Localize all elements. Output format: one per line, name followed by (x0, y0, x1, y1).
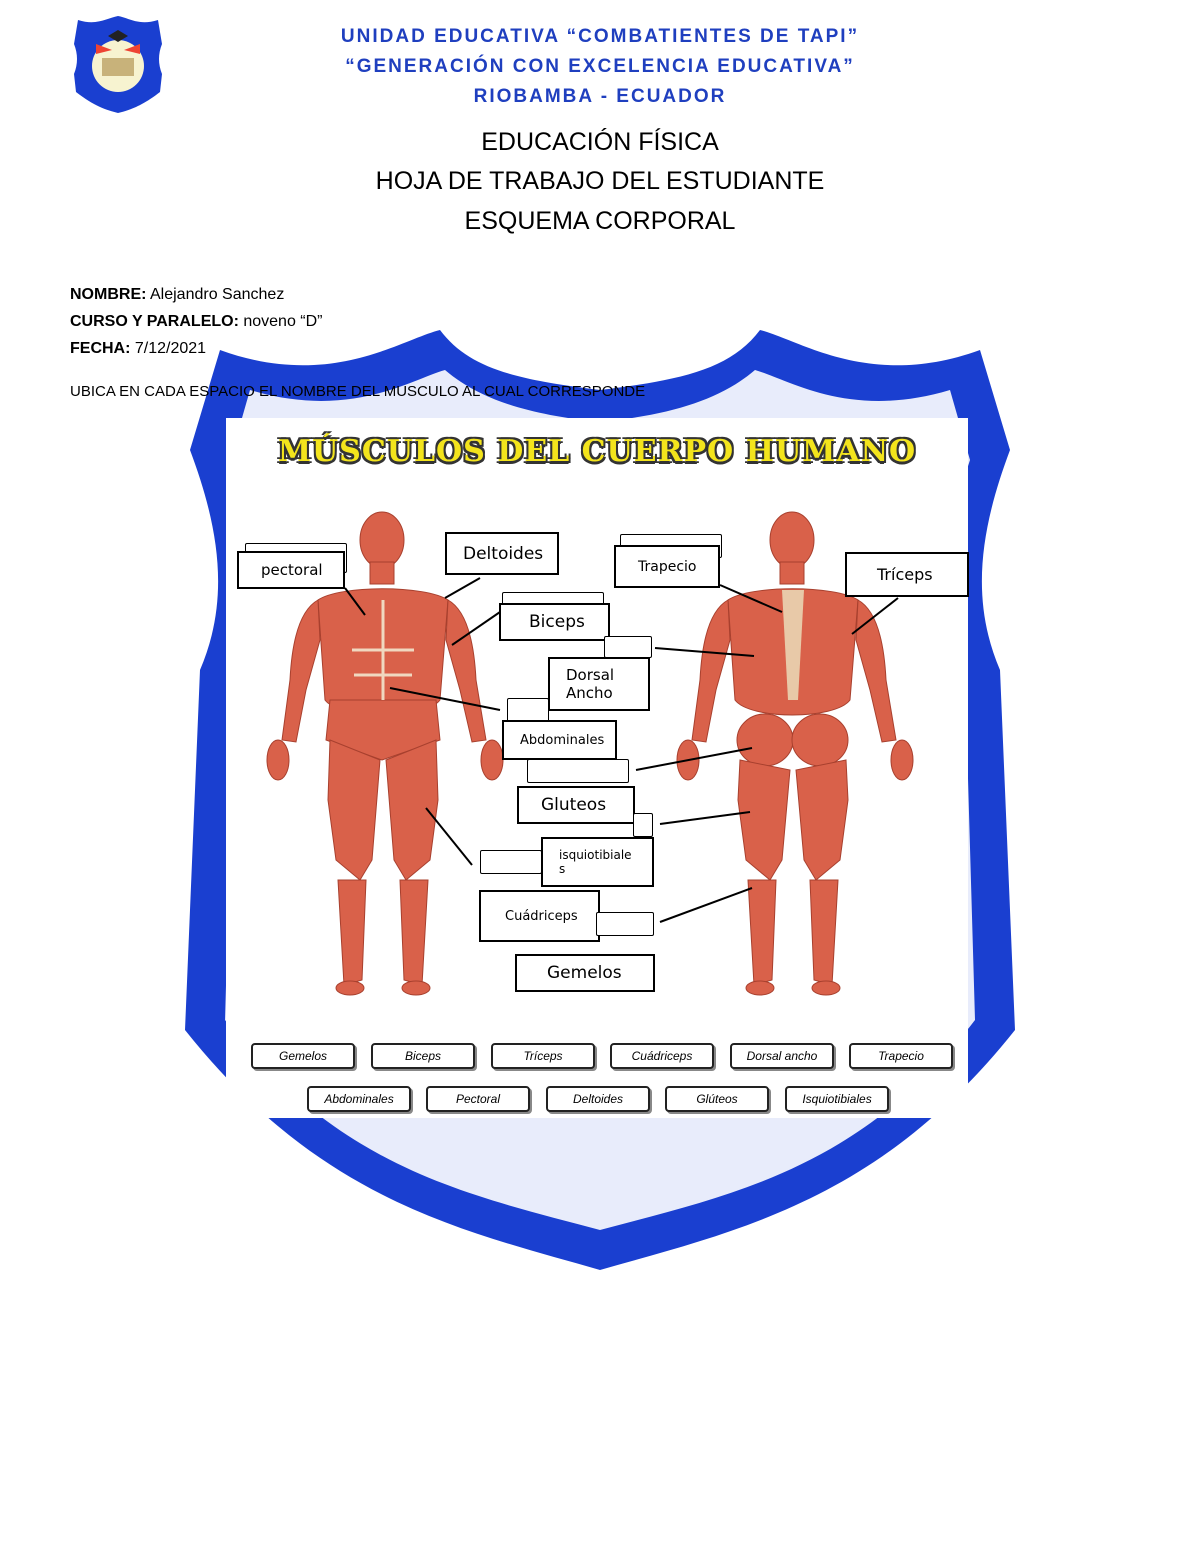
instruction-text: UBICA EN CADA ESPACIO EL NOMBRE DEL MUSC… (70, 383, 646, 400)
blank-box (633, 813, 653, 837)
student-name-label: NOMBRE: (70, 286, 147, 303)
answer-box-dorsal-ancho: Dorsal Ancho (548, 657, 650, 711)
word-bank-item: Trapecio (849, 1043, 953, 1069)
answer-pectoral: pectoral (261, 561, 323, 579)
word-bank-item: Abdominales (307, 1086, 411, 1112)
answer-trapecio: Trapecio (638, 558, 697, 575)
word-bank-item: Glúteos (665, 1086, 769, 1112)
school-crest-logo (74, 16, 162, 113)
answer-cuadriceps: Cuádriceps (505, 908, 578, 924)
word-bank-item: Isquiotibiales (785, 1086, 889, 1112)
answer-box-biceps: Biceps (499, 603, 610, 641)
student-name-value: Alejandro Sanchez (150, 286, 285, 303)
back-body-figure (676, 511, 914, 996)
answer-gemelos: Gemelos (547, 963, 622, 983)
answer-box-gemelos: Gemelos (515, 954, 655, 992)
course-value: noveno “D” (243, 313, 323, 330)
date-row: FECHA: 7/12/2021 (70, 340, 206, 358)
worksheet-title: HOJA DE TRABAJO DEL ESTUDIANTE (375, 167, 825, 195)
word-bank-item: Tríceps (491, 1043, 595, 1069)
answer-box-isquiotibiales: isquiotibiale s (541, 837, 654, 887)
blank-box (480, 850, 542, 874)
answer-biceps: Biceps (529, 612, 585, 632)
date-label: FECHA: (70, 340, 131, 357)
course-row: CURSO Y PARALELO: noveno “D” (70, 313, 323, 331)
answer-box-pectoral: pectoral (237, 551, 345, 589)
date-value: 7/12/2021 (134, 340, 207, 357)
answer-gluteos: Gluteos (541, 795, 607, 815)
school-name: UNIDAD EDUCATIVA “COMBATIENTES DE TAPI” (340, 26, 860, 47)
word-bank-item: Gemelos (251, 1043, 355, 1069)
answer-box-trapecio: Trapecio (614, 545, 720, 588)
answer-dorsal-line2: Ancho (566, 684, 613, 702)
word-bank-item: Pectoral (426, 1086, 530, 1112)
blank-box (604, 636, 652, 658)
answer-abdominales: Abdominales (520, 732, 605, 748)
answer-box-triceps: Tríceps (845, 552, 969, 597)
answer-triceps: Tríceps (877, 565, 933, 584)
subject-title: EDUCACIÓN FÍSICA (481, 128, 719, 156)
school-motto: “GENERACIÓN CON EXCELENCIA EDUCATIVA” (345, 56, 855, 77)
answer-isquio-line1: isquiotibiale (559, 848, 632, 862)
course-label: CURSO Y PARALELO: (70, 313, 239, 330)
answer-dorsal-line1: Dorsal (566, 666, 615, 684)
answer-box-gluteos: Gluteos (517, 786, 635, 824)
blank-box (507, 698, 549, 722)
poster-title: MÚSCULOS DEL CUERPO HUMANO (277, 434, 917, 469)
blank-box (527, 759, 629, 783)
word-bank-item: Deltoides (546, 1086, 650, 1112)
word-bank-item: Dorsal ancho (730, 1043, 834, 1069)
answer-box-deltoides: Deltoides (445, 532, 559, 575)
answer-isquio-line2: s (559, 862, 566, 876)
word-bank-item: Biceps (371, 1043, 475, 1069)
word-bank-item: Cuádriceps (610, 1043, 714, 1069)
student-name-row: NOMBRE: Alejandro Sanchez (70, 286, 284, 304)
answer-box-abdominales: Abdominales (502, 720, 617, 760)
answer-deltoides: Deltoides (463, 543, 544, 564)
blank-box (596, 912, 654, 936)
anatomy-figures (266, 511, 914, 996)
answer-box-cuadriceps: Cuádriceps (479, 890, 600, 942)
topic-title: ESQUEMA CORPORAL (464, 207, 736, 235)
school-location: RIOBAMBA - ECUADOR (473, 86, 727, 107)
